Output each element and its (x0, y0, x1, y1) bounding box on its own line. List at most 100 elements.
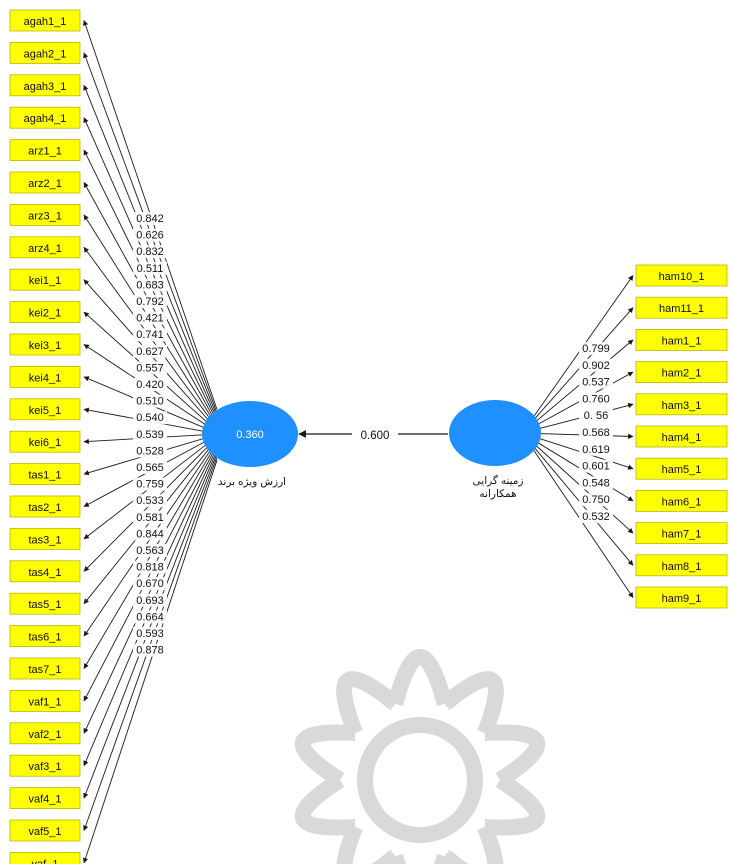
watermark-petal (439, 671, 504, 736)
indicator-box[interactable] (635, 361, 728, 384)
indicator-label: tas6_1 (28, 632, 61, 644)
indicator-label: kei2_1 (29, 308, 61, 320)
indicator-label: ham3_1 (662, 400, 702, 412)
indicator-box[interactable] (635, 393, 728, 416)
indicator-box[interactable] (635, 554, 728, 577)
indicator-box[interactable] (9, 301, 81, 324)
loading-label-bg (133, 577, 167, 591)
loading-value: 0.619 (582, 444, 610, 456)
loading-label-bg (133, 228, 167, 242)
loading-line (83, 449, 215, 702)
left-construct-label: ارزش ویژه برند (218, 476, 286, 488)
loading-value: 0.532 (582, 511, 610, 523)
loading-value: 0.693 (136, 595, 164, 607)
indicator-label: agah2_1 (24, 48, 67, 60)
loading-line (83, 445, 214, 637)
loading-value: 0.902 (582, 360, 610, 372)
indicator-box[interactable] (9, 819, 81, 842)
loading-value: 0.548 (582, 477, 610, 489)
watermark-logo (294, 649, 546, 864)
loading-value: 0.528 (136, 445, 164, 457)
structural-path-coefficient: 0.600 (361, 430, 390, 442)
right-construct-label-line2: همکارانه (479, 488, 516, 500)
indicator-box[interactable] (635, 328, 728, 351)
watermark-petal (387, 854, 453, 864)
indicator-box[interactable] (9, 722, 81, 745)
indicator-box[interactable] (9, 690, 81, 712)
indicator-box[interactable] (9, 625, 81, 647)
loading-label-bg (133, 411, 167, 425)
indicator-box[interactable] (9, 268, 81, 291)
loading-value: 0.844 (136, 528, 164, 540)
indicator-box[interactable] (9, 236, 81, 259)
loading-label-bg (133, 527, 167, 541)
indicator-box[interactable] (9, 365, 81, 388)
watermark-petal (387, 649, 453, 706)
indicator-box[interactable] (9, 106, 81, 129)
indicator-box[interactable] (9, 333, 81, 356)
loading-label-bg (133, 477, 167, 491)
indicator-box[interactable] (9, 171, 81, 194)
loading-label-bg (133, 245, 167, 259)
indicator-box[interactable] (9, 592, 81, 615)
loading-line (83, 447, 215, 669)
indicator-box[interactable] (635, 522, 728, 544)
indicator-box[interactable] (9, 463, 81, 486)
loading-value: 0.626 (136, 230, 164, 242)
indicator-label: arz1_1 (28, 146, 62, 158)
loading-label-bg (579, 342, 613, 355)
loading-value: 0.557 (136, 362, 164, 374)
loading-label-bg (133, 610, 167, 624)
indicator-box[interactable] (635, 457, 728, 480)
loading-label-bg (133, 427, 167, 441)
loading-label-bg (579, 442, 613, 456)
indicator-box[interactable] (9, 42, 81, 64)
indicator-box[interactable] (9, 754, 81, 777)
indicator-box[interactable] (9, 398, 81, 421)
loading-label-bg (579, 375, 613, 389)
loading-label-bg (133, 278, 167, 292)
indicator-box[interactable] (635, 425, 728, 448)
indicator-box[interactable] (635, 264, 728, 287)
left-indicator-column: agah1_1agah2_1agah3_1agah4_1arz1_1arz2_1… (9, 9, 81, 864)
indicator-box[interactable] (9, 657, 81, 680)
loading-value: 0.565 (136, 462, 164, 474)
indicator-label: ham5_1 (662, 464, 702, 476)
loading-label-bg (579, 459, 613, 473)
indicator-box[interactable] (9, 74, 81, 97)
indicator-box[interactable] (635, 296, 728, 319)
indicator-box[interactable] (9, 203, 81, 226)
indicator-label: ham8_1 (662, 561, 702, 573)
indicator-box[interactable] (9, 495, 81, 518)
watermark-petal (439, 824, 504, 864)
loading-label-bg (133, 544, 167, 557)
watermark-ring (357, 717, 483, 843)
indicator-box[interactable] (9, 852, 81, 864)
loading-label-bg (133, 311, 167, 325)
left-construct-node[interactable] (202, 401, 298, 467)
indicator-box[interactable] (635, 489, 728, 512)
loading-value: 0.533 (136, 495, 164, 507)
indicator-box[interactable] (9, 9, 81, 32)
watermark-petal (336, 824, 401, 864)
indicator-label: tas1_1 (28, 470, 61, 482)
indicator-label: arz4_1 (28, 243, 62, 255)
loading-line (82, 459, 218, 864)
left-outer-loading-paths (82, 19, 218, 864)
indicator-label: kei4_1 (29, 372, 61, 384)
indicator-label: kei3_1 (29, 340, 61, 352)
loading-label-bg (579, 426, 613, 439)
indicator-box[interactable] (9, 787, 81, 809)
indicator-label: ham11_1 (659, 303, 704, 315)
loading-label-bg (133, 560, 167, 574)
indicator-box[interactable] (9, 560, 81, 583)
indicator-box[interactable] (9, 528, 81, 550)
right-construct-node[interactable] (449, 400, 541, 466)
indicator-box[interactable] (635, 586, 728, 609)
indicator-box[interactable] (9, 430, 81, 453)
loading-value: 0.832 (136, 246, 164, 258)
indicator-box[interactable] (9, 139, 81, 162)
loading-value: 0.750 (582, 494, 610, 506)
loading-value: 0.759 (136, 479, 164, 491)
